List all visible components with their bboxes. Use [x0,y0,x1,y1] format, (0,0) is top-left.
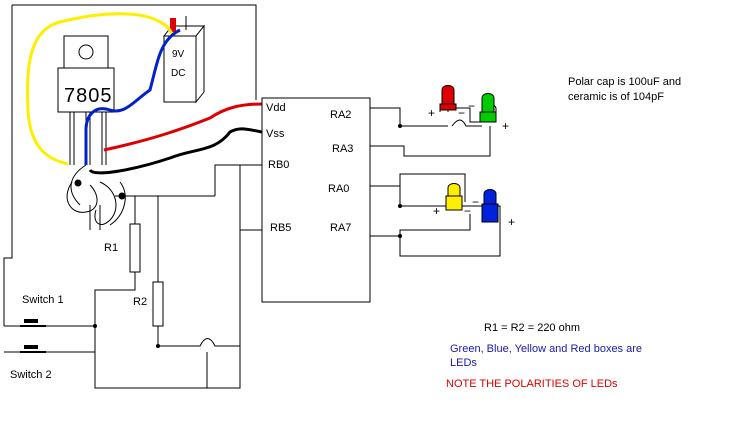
led-note-line1: Green, Blue, Yellow and Red boxes are [450,343,642,355]
yellow-wire [25,12,174,166]
blue-led-minus: − [472,195,479,209]
r1-label: R1 [104,242,118,254]
black-wire [88,127,263,175]
frame-wires [3,4,262,389]
led-yellow [445,183,463,211]
battery-9v: 9V DC [162,16,206,104]
led-wiring [370,104,501,257]
pin-ra7-label: RA7 [330,222,351,234]
blue-wire [84,28,181,165]
r2-label: R2 [133,296,147,308]
pin-rb0-label: RB0 [268,159,289,171]
red-led-plus: + [428,106,435,120]
junction-dots [93,124,402,348]
resistor-note: R1 = R2 = 220 ohm [484,322,580,334]
yellow-led-plus: + [433,204,440,218]
led-note-line2: LEDs [450,357,477,369]
red-wire [103,102,263,152]
pin-ra3-label: RA3 [332,143,353,155]
blue-led-plus: + [508,215,515,229]
resistor-r2: R2 [133,281,164,327]
cap-note-line1: Polar cap is 100uF and [568,76,681,88]
capacitor-loops [66,164,126,230]
pin-ra0-label: RA0 [328,183,349,195]
switch-2: Switch 2 [10,345,52,381]
regulator-label: 7805 [64,85,113,107]
pin-ra2-label: RA2 [330,109,351,121]
battery-dc-label: DC [171,68,185,79]
polarity-note: NOTE THE POLARITIES OF LEDs [446,378,618,390]
switch1-label: Switch 1 [22,294,64,306]
voltage-regulator-7805: 7805 [57,35,115,165]
pin-vss-label: Vss [266,128,285,140]
switch-1: Switch 1 [20,294,64,327]
pin-vdd-label: Vdd [266,102,286,114]
green-led-minus: − [468,99,475,113]
polarity-marks: + − + − + − + − [428,99,515,229]
led-blue [481,189,499,223]
led-red [439,85,457,111]
led-green [479,93,497,123]
cap-note-line2: ceramic is of 104pF [568,91,664,103]
green-led-plus: + [502,119,509,133]
yellow-led-minus: − [464,204,471,218]
resistor-r1: R1 [104,223,141,273]
red-led-minus: − [458,106,465,120]
pin-rb5-label: RB5 [270,222,291,234]
switch2-label: Switch 2 [10,369,52,381]
battery-voltage-label: 9V [172,49,185,60]
microcontroller-chip: Vdd Vss RB0 RB5 RA2 RA3 RA0 RA7 [261,97,371,303]
